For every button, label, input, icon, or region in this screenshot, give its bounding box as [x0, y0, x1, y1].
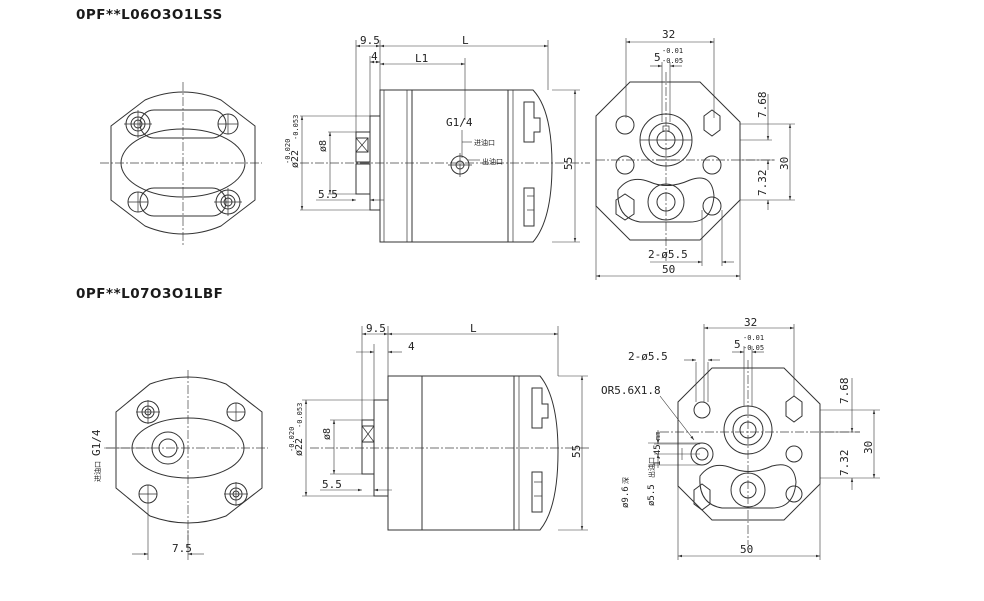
- row1-dim-7-68: 7.68: [756, 92, 769, 119]
- row1-holes: 2-ø5.5: [648, 248, 688, 261]
- row1-pilot-tol-lower: -0.053: [292, 115, 300, 140]
- row2-dim-9-6: ø9.6: [621, 486, 631, 508]
- row2-key-tol-upper: -0.01: [743, 334, 764, 342]
- row1-dim-55: 55: [562, 157, 575, 170]
- row2-holes: 2-ø5.5: [628, 350, 668, 363]
- row1-dim-9-5: 9.5: [360, 34, 380, 47]
- row1-dim-7-32: 7.32: [756, 170, 769, 197]
- row1-dim-30: 30: [778, 157, 791, 170]
- row1-dim-32: 32: [662, 28, 675, 41]
- row1-port-label: G1/4: [446, 116, 473, 129]
- row2-dim-7-5: 7.5: [172, 542, 192, 555]
- row2-dim-4: 4: [408, 340, 415, 353]
- model-title-1: 0PF**L06O3O1LSS: [76, 7, 223, 23]
- row1-dim-L: L: [462, 34, 469, 47]
- row2-port-in: 进油口: [93, 461, 102, 482]
- row1-dim-4: 4: [371, 50, 378, 63]
- row2-dim-50: 50: [740, 543, 753, 556]
- row1-port-out: 出油口: [482, 157, 503, 166]
- row2-dim-32: 32: [744, 316, 757, 329]
- row2-pilot-tol-lower: -0.053: [296, 403, 304, 428]
- row1-key-tol-lower: -0.05: [662, 57, 683, 65]
- row2-front-view: [104, 370, 268, 560]
- row1-front-view: [100, 82, 262, 246]
- row2-dim-9-5: 9.5: [366, 322, 386, 335]
- row1-pilot-tol-upper: -0.020: [284, 139, 292, 164]
- row2-pilot-tol-upper: -0.020: [288, 427, 296, 452]
- row2-key-tol-lower: -0.05: [743, 344, 764, 352]
- row2-dim-30: 30: [862, 441, 875, 454]
- row2-port-out: 出油口: [647, 457, 656, 478]
- row1-key-width: 5: [654, 51, 661, 64]
- row2-dim-55: 55: [570, 445, 583, 458]
- row2-key-width: 5: [734, 338, 741, 351]
- row2-side-view: [302, 326, 590, 531]
- row2-dim-L: L: [470, 322, 477, 335]
- row1-rear-view: [595, 38, 795, 280]
- row2-pilot-diameter: ø22: [294, 438, 305, 456]
- row2-shaft-diameter: ø8: [322, 428, 333, 440]
- row1-key-tol-upper: -0.01: [662, 47, 683, 55]
- row2-port-label: G1/4: [90, 429, 103, 456]
- row2-oring: OR5.6X1.8: [601, 384, 661, 397]
- row2-dim-1-45: 1.45: [653, 444, 663, 466]
- model-title-2: 0PF**L07O3O1LBF: [76, 286, 224, 302]
- row1-shaft-diameter: ø8: [318, 140, 329, 152]
- row2-dim-5-5b: ø5.5: [647, 484, 657, 506]
- row1-dim-L1: L1: [415, 52, 428, 65]
- row1-pilot-diameter: ø22: [290, 150, 301, 168]
- row2-rear-view: [648, 324, 880, 560]
- row2-deep: 深: [621, 477, 630, 484]
- row1-port-in: 进油口: [474, 138, 495, 147]
- row1-side-view: [300, 40, 590, 243]
- row2-dim-7-32: 7.32: [838, 450, 851, 477]
- row2-unit-mm: mm: [654, 432, 662, 440]
- row2-dim-7-68: 7.68: [838, 378, 851, 405]
- row1-dim-5-5: 5.5: [318, 188, 338, 201]
- row1-dim-50: 50: [662, 263, 675, 276]
- row2-dim-5-5: 5.5: [322, 478, 342, 491]
